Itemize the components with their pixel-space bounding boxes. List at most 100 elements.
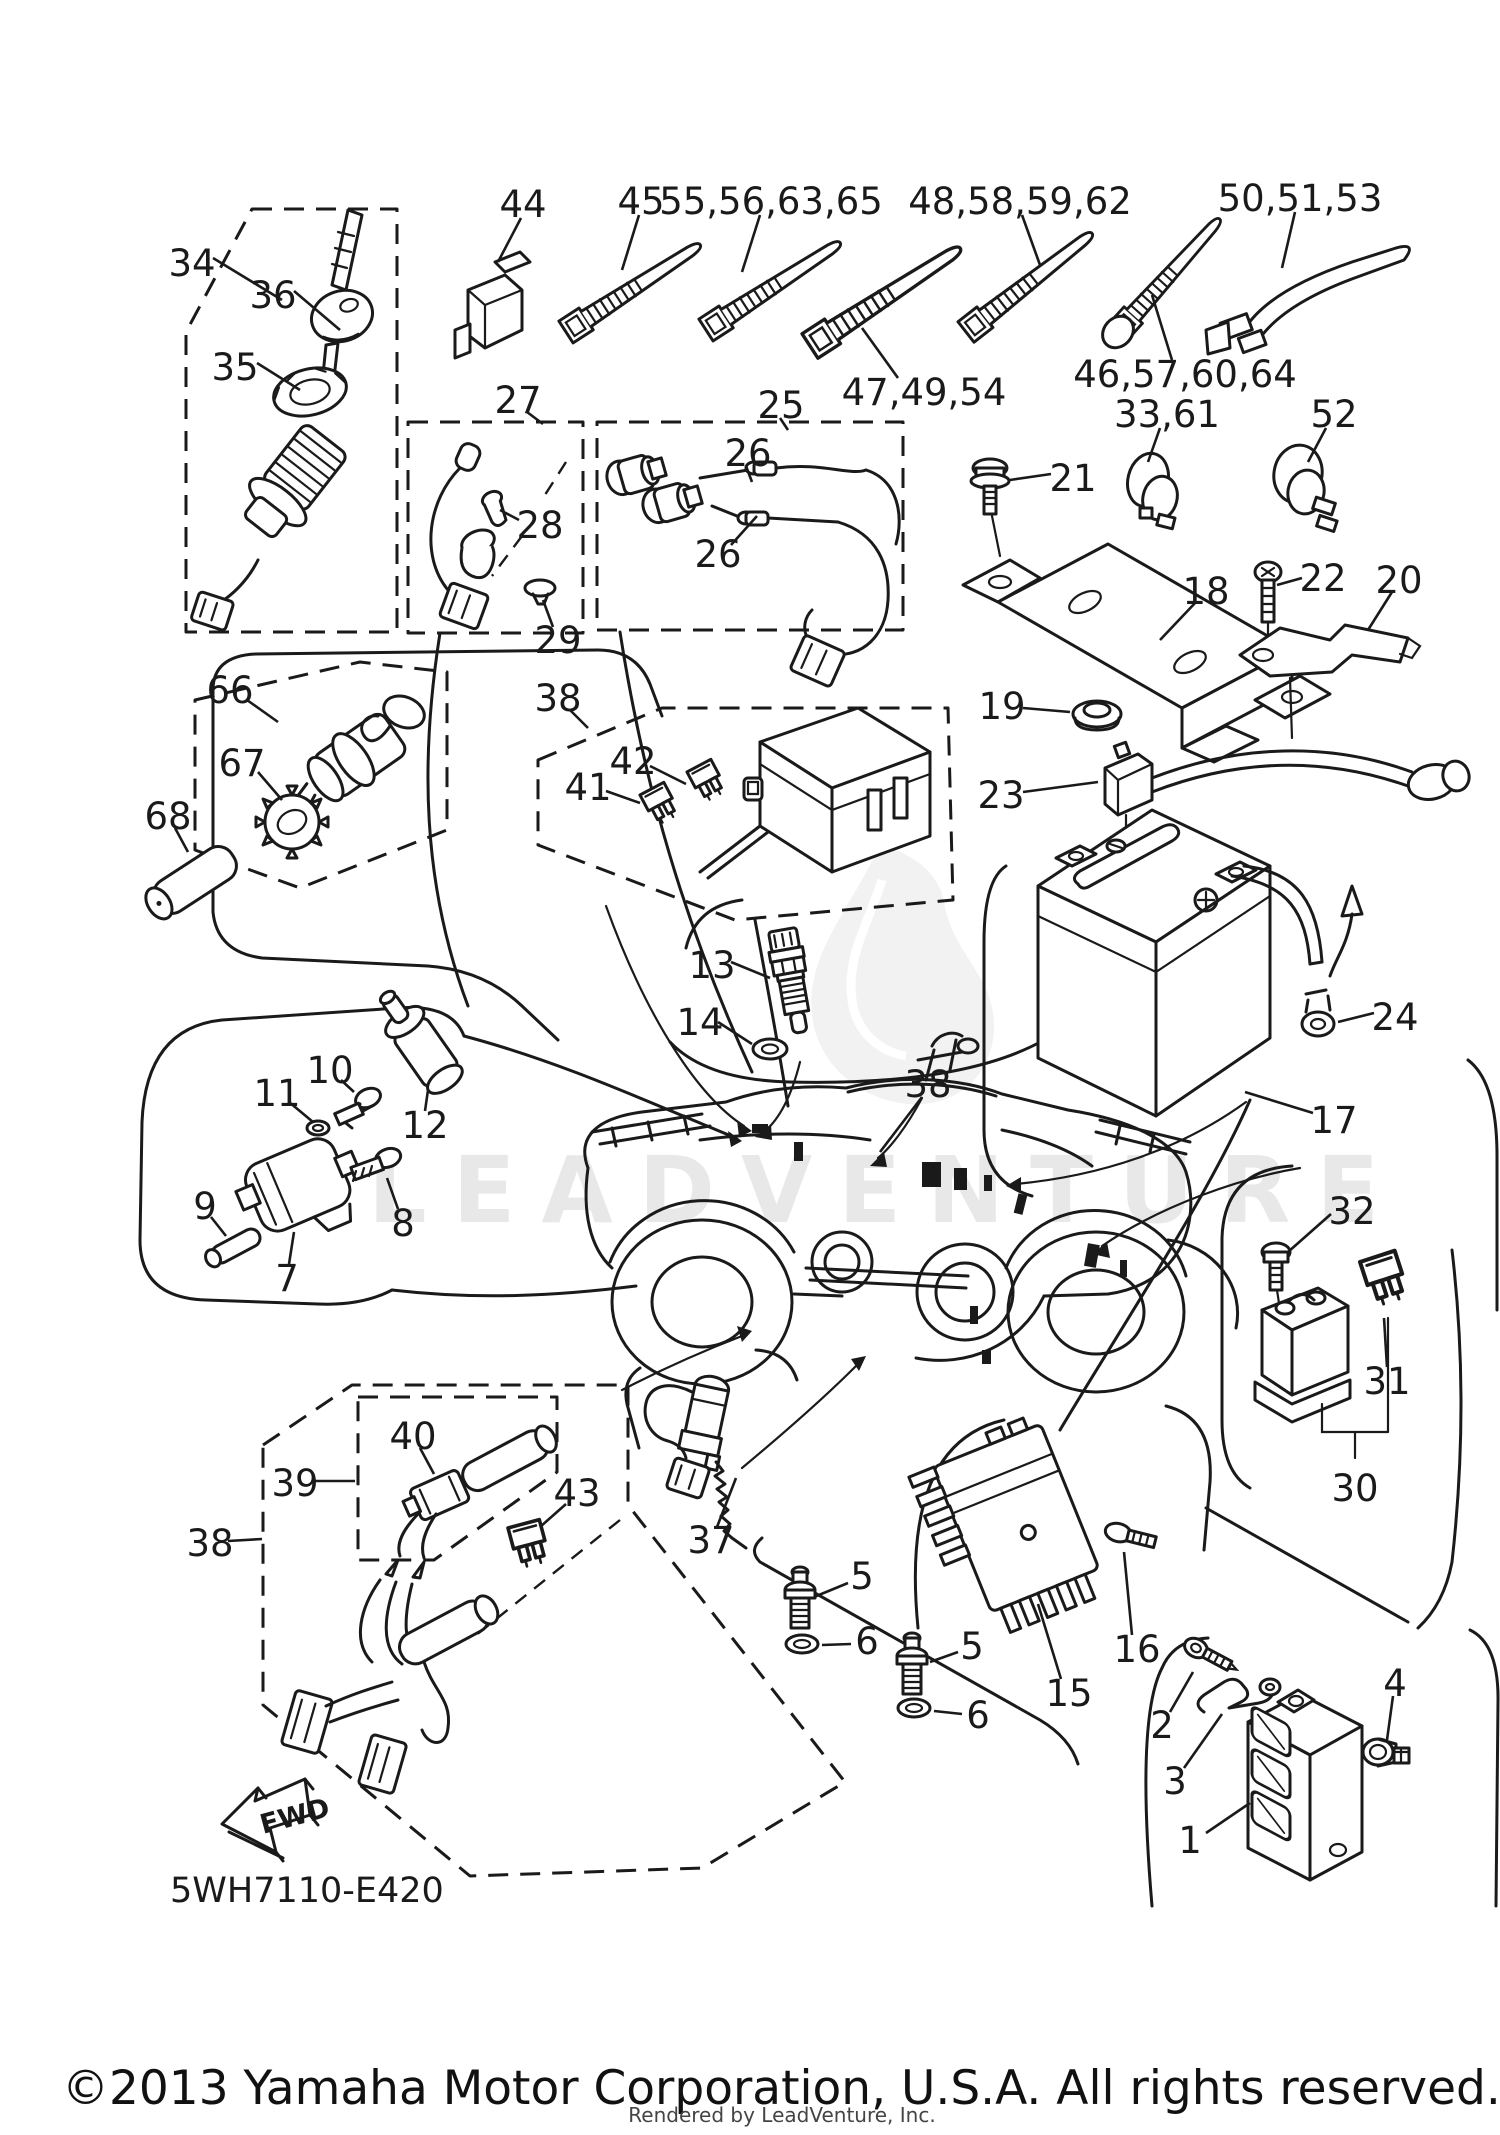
- part-callout-50,51,53[interactable]: 50,51,53: [1218, 177, 1383, 220]
- part-callout-46,57,60,64[interactable]: 46,57,60,64: [1073, 353, 1297, 396]
- part-callout-11[interactable]: 11: [253, 1072, 300, 1115]
- part-callout-5[interactable]: 5: [960, 1625, 984, 1668]
- starter-cable-23: [1103, 740, 1471, 852]
- part-callout-30[interactable]: 30: [1331, 1467, 1378, 1510]
- part-callout-47,49,54[interactable]: 47,49,54: [842, 371, 1007, 414]
- part-callout-10[interactable]: 10: [306, 1049, 353, 1092]
- part-callout-23[interactable]: 23: [977, 774, 1024, 817]
- socket-cord-25-group: [605, 454, 901, 688]
- part-callout-38[interactable]: 38: [186, 1522, 233, 1565]
- part-callout-7[interactable]: 7: [275, 1257, 299, 1300]
- part-callout-55,56,63,65[interactable]: 55,56,63,65: [659, 180, 883, 223]
- part-callout-28[interactable]: 28: [516, 504, 563, 547]
- part-callout-36[interactable]: 36: [249, 274, 296, 317]
- part-callout-8[interactable]: 8: [391, 1202, 415, 1245]
- part-callout-12[interactable]: 12: [401, 1104, 448, 1147]
- part-callout-41[interactable]: 41: [564, 766, 611, 809]
- part-callout-32[interactable]: 32: [1328, 1190, 1375, 1233]
- box-sub-lead-39: [356, 1395, 559, 1562]
- part-callout-20[interactable]: 20: [1375, 559, 1422, 602]
- part-callout-44[interactable]: 44: [499, 183, 546, 226]
- part-callout-66[interactable]: 66: [206, 669, 253, 712]
- stud-washer-group: [783, 1565, 932, 1719]
- part-callout-25[interactable]: 25: [757, 384, 804, 427]
- relay-43: [506, 1517, 552, 1571]
- callout-leader-1: [1205, 1801, 1251, 1835]
- washer-11: [305, 1119, 331, 1137]
- bolt-16: [1103, 1521, 1158, 1550]
- part-callout-43[interactable]: 43: [553, 1472, 600, 1515]
- connector-44: [453, 250, 532, 360]
- part-callout-2[interactable]: 2: [1150, 1704, 1174, 1747]
- callout-leader-15: [1036, 1603, 1063, 1680]
- part-callout-40[interactable]: 40: [389, 1415, 436, 1458]
- part-callout-39[interactable]: 39: [271, 1462, 318, 1505]
- part-callout-21[interactable]: 21: [1049, 457, 1096, 500]
- part-callout-26[interactable]: 26: [724, 432, 771, 475]
- part-callout-5[interactable]: 5: [850, 1555, 874, 1598]
- part-callout-67[interactable]: 67: [218, 742, 265, 785]
- callout-leader-11: [288, 1101, 314, 1123]
- callout-leader-5: [929, 1650, 959, 1664]
- part-callout-16[interactable]: 16: [1113, 1628, 1160, 1671]
- part-callout-13[interactable]: 13: [688, 944, 735, 987]
- part-callout-38[interactable]: 38: [904, 1063, 951, 1106]
- part-callout-68[interactable]: 68: [144, 795, 191, 838]
- part-callout-31[interactable]: 31: [1363, 1360, 1410, 1403]
- callout-leader-10: [340, 1079, 355, 1093]
- callout-leader-3: [1182, 1713, 1224, 1769]
- part-callout-45[interactable]: 45: [617, 180, 664, 223]
- callout-leader-66: [246, 698, 279, 724]
- copyright-text: ©2013 Yamaha Motor Corporation, U.S.A. A…: [62, 2061, 1500, 2116]
- part-callout-37[interactable]: 37: [687, 1519, 734, 1562]
- callout-leader-38: [878, 1096, 924, 1153]
- battery-negative-lead-24: [1230, 864, 1364, 1038]
- part-callout-29[interactable]: 29: [534, 619, 581, 662]
- part-callout-34[interactable]: 34: [168, 242, 215, 285]
- part-callout-15[interactable]: 15: [1045, 1672, 1092, 1715]
- group-boxes: [184, 207, 955, 1878]
- clamp-3: [1196, 1677, 1282, 1714]
- part-callout-26[interactable]: 26: [694, 533, 741, 576]
- fuse-31: [1360, 1251, 1409, 1307]
- bracket-20: [1238, 623, 1422, 740]
- callout-leader-25: [778, 417, 790, 431]
- callout-leader-28: [499, 508, 520, 522]
- part-callout-9[interactable]: 9: [193, 1185, 217, 1228]
- stud-5b: [895, 1631, 929, 1696]
- callout-leader-44: [496, 217, 523, 263]
- callout-leader-26: [730, 515, 758, 546]
- part-callout-3[interactable]: 3: [1163, 1760, 1187, 1803]
- callout-leader-24: [1337, 1011, 1375, 1024]
- part-callout-6[interactable]: 6: [966, 1694, 990, 1737]
- diagram-code: 5WH7110-E420: [170, 1871, 444, 1911]
- part-callout-27[interactable]: 27: [494, 379, 541, 422]
- callout-leader-43: [539, 1503, 567, 1528]
- callout-leader-55,56,63,65: [740, 214, 762, 273]
- part-callout-24[interactable]: 24: [1371, 996, 1418, 1039]
- callout-leader-8: [385, 1177, 400, 1210]
- part-callout-18[interactable]: 18: [1182, 570, 1229, 613]
- callout-leader-14: [717, 1020, 753, 1046]
- callout-leader-36: [293, 290, 341, 331]
- part-callout-14[interactable]: 14: [676, 1001, 723, 1044]
- part-callout-35[interactable]: 35: [211, 346, 258, 389]
- part-callout-42[interactable]: 42: [609, 740, 656, 783]
- box-dc-socket-66: [193, 660, 449, 890]
- part-callout-4[interactable]: 4: [1383, 1662, 1407, 1705]
- rectifier-group: [907, 1416, 1158, 1634]
- callout-leader-22: [1276, 576, 1303, 587]
- part-callout-1[interactable]: 1: [1178, 1819, 1202, 1862]
- part-callout-38[interactable]: 38: [534, 677, 581, 720]
- part-callout-19[interactable]: 19: [978, 685, 1025, 728]
- part-callout-52[interactable]: 52: [1310, 393, 1357, 436]
- main-switch-assembly: [190, 208, 374, 632]
- part-callout-6[interactable]: 6: [855, 1620, 879, 1663]
- part-callout-48,58,59,62[interactable]: 48,58,59,62: [908, 180, 1132, 223]
- part-callout-17[interactable]: 17: [1310, 1099, 1357, 1142]
- part-callout-22[interactable]: 22: [1299, 557, 1346, 600]
- part-callout-33,61[interactable]: 33,61: [1114, 393, 1220, 436]
- callout-leader-47,49,54: [860, 327, 900, 379]
- callout-leader-34: [212, 256, 283, 302]
